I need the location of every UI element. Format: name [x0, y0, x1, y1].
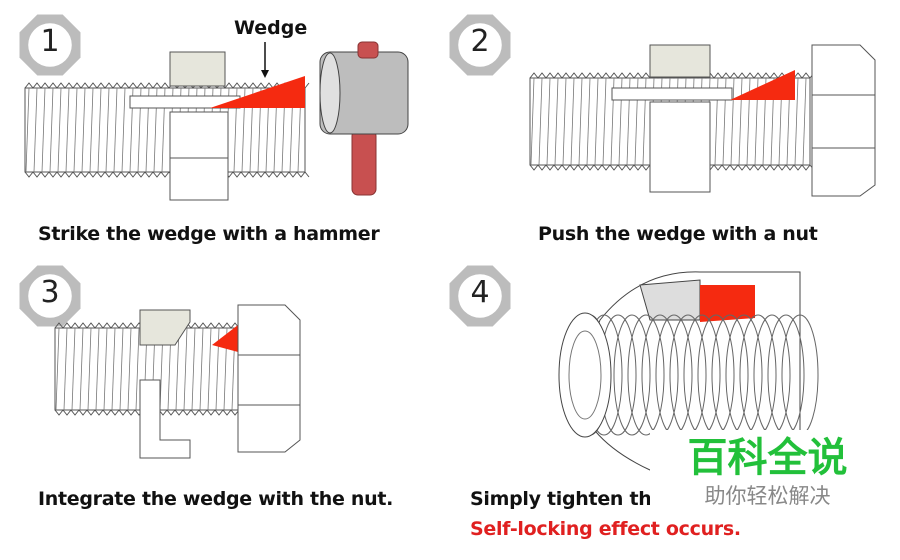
step-1-bolt-thread-line [25, 87, 30, 173]
step-3-bolt-thread-line [183, 327, 188, 411]
watermark: 百科全说 助你轻松解决 [650, 430, 885, 514]
step-2-bolt-thread-line [802, 77, 807, 166]
watermark-title: 百科全说 [687, 435, 848, 481]
step-3-upper-nut-part [139, 309, 191, 346]
step-1-bolt-thread-line [65, 87, 70, 173]
step-2-bolt-thread-line [738, 77, 743, 166]
step-1-bolt-thread-line [73, 87, 78, 173]
step-1-caption: Strike the wedge with a hammer [38, 223, 380, 245]
step-1-badge: 1 [40, 24, 60, 59]
step-1-bolt-thread-line [33, 87, 38, 173]
step-2-bolt-thread-line [538, 77, 543, 166]
step-1-wedge [210, 76, 305, 108]
step-1-bolt-thread-line [57, 87, 62, 173]
step-1-bolt-thread-line [89, 87, 94, 173]
step-3-bolt-thread-line [95, 327, 100, 411]
step-2-nut [811, 44, 876, 197]
hammer-wedge-top [357, 41, 379, 59]
step-3-bolt-thread-line [135, 327, 140, 411]
step-1-bolt-thread-line [41, 87, 46, 173]
step-2-bolt-thread-line [530, 77, 535, 166]
step-1-bolt-thread-line [113, 87, 118, 173]
step-4-thread-ring [613, 314, 651, 436]
step-4-caption-red: Self-locking effect occurs. [470, 518, 741, 540]
step-3-nut [237, 304, 301, 453]
step-3-bolt-thread-line [119, 327, 124, 411]
step-3-bolt-thread-line [199, 327, 204, 411]
step-1-bolt-thread-line [121, 87, 126, 173]
step-4-wedge [700, 285, 755, 322]
hammer-face [319, 52, 341, 134]
step-1-bolt-bottom-thread [24, 171, 310, 178]
step-2-bolt-thread-line [794, 77, 799, 166]
step-3-bolt-thread-line [87, 327, 92, 411]
step-3-badge: 3 [40, 275, 60, 310]
hammer-handle [351, 129, 377, 196]
step-1-bolt-thread-line [105, 87, 110, 173]
step-1-bolt-thread-line [81, 87, 86, 173]
step-4-upper-nut-part [639, 279, 701, 321]
step-4-caption: Simply tighten th [470, 488, 652, 510]
step-2-lower-nut-part [649, 101, 711, 193]
step-2-bolt-thread-line [730, 77, 735, 166]
step-2-bolt-thread-line [570, 77, 575, 166]
step-2-upper-nut-part [649, 44, 711, 78]
step-3-bolt-thread-line [55, 327, 60, 411]
step-1-octagon-icon-inner [28, 23, 72, 67]
step-2-bolt-thread-line [602, 77, 607, 166]
step-2-badge: 2 [470, 24, 490, 59]
step-2-bolt-thread-line [594, 77, 599, 166]
step-2-wedge [730, 70, 795, 100]
step-3-bolt-thread-line [63, 327, 68, 411]
step-2-caption: Push the wedge with a nut [538, 223, 818, 245]
step-4-thread-ring [627, 314, 665, 436]
step-1-upper-nut-part [169, 51, 226, 87]
step-4-bolt-end-inner [568, 330, 602, 420]
step-2-bolt-thread-line [578, 77, 583, 166]
step-4-bolt-end [558, 312, 612, 438]
step-3-lower-nut-part [139, 379, 191, 459]
step-1-bolt-thread-line [49, 87, 54, 173]
step-3-octagon-icon-inner [28, 274, 72, 318]
wedge-label: Wedge [234, 17, 308, 39]
step-3-bolt-thread-line [79, 327, 84, 411]
step-2-bolt-thread-line [586, 77, 591, 166]
wedge-arrow-head [261, 70, 269, 78]
step-3-bolt-thread-line [71, 327, 76, 411]
step-4-badge: 4 [470, 275, 490, 310]
step-2-bolt-thread-line [546, 77, 551, 166]
step-2-wedge-seat [611, 87, 733, 101]
step-3-bolt-thread-line [103, 327, 108, 411]
step-3-bolt-thread-line [127, 327, 132, 411]
step-3-bolt-thread-line [111, 327, 116, 411]
step-3-caption: Integrate the wedge with the nut. [38, 488, 394, 510]
step-2-bolt-thread-line [562, 77, 567, 166]
step-3-bolt-thread-line [191, 327, 196, 411]
step-1-lower-nut-part [169, 111, 229, 201]
step-1-bolt-top-thread [24, 82, 310, 89]
watermark-subtitle: 助你轻松解决 [704, 484, 831, 508]
step-3-bolt-thread-line [175, 327, 180, 411]
step-3-bolt-thread-line [207, 327, 212, 411]
step-1-bolt-thread-line [97, 87, 102, 173]
step-2-bolt-thread-line [554, 77, 559, 166]
step-2-octagon-icon-inner [458, 23, 502, 67]
step-4-octagon-icon-inner [458, 274, 502, 318]
step-3-wedge [212, 325, 238, 352]
